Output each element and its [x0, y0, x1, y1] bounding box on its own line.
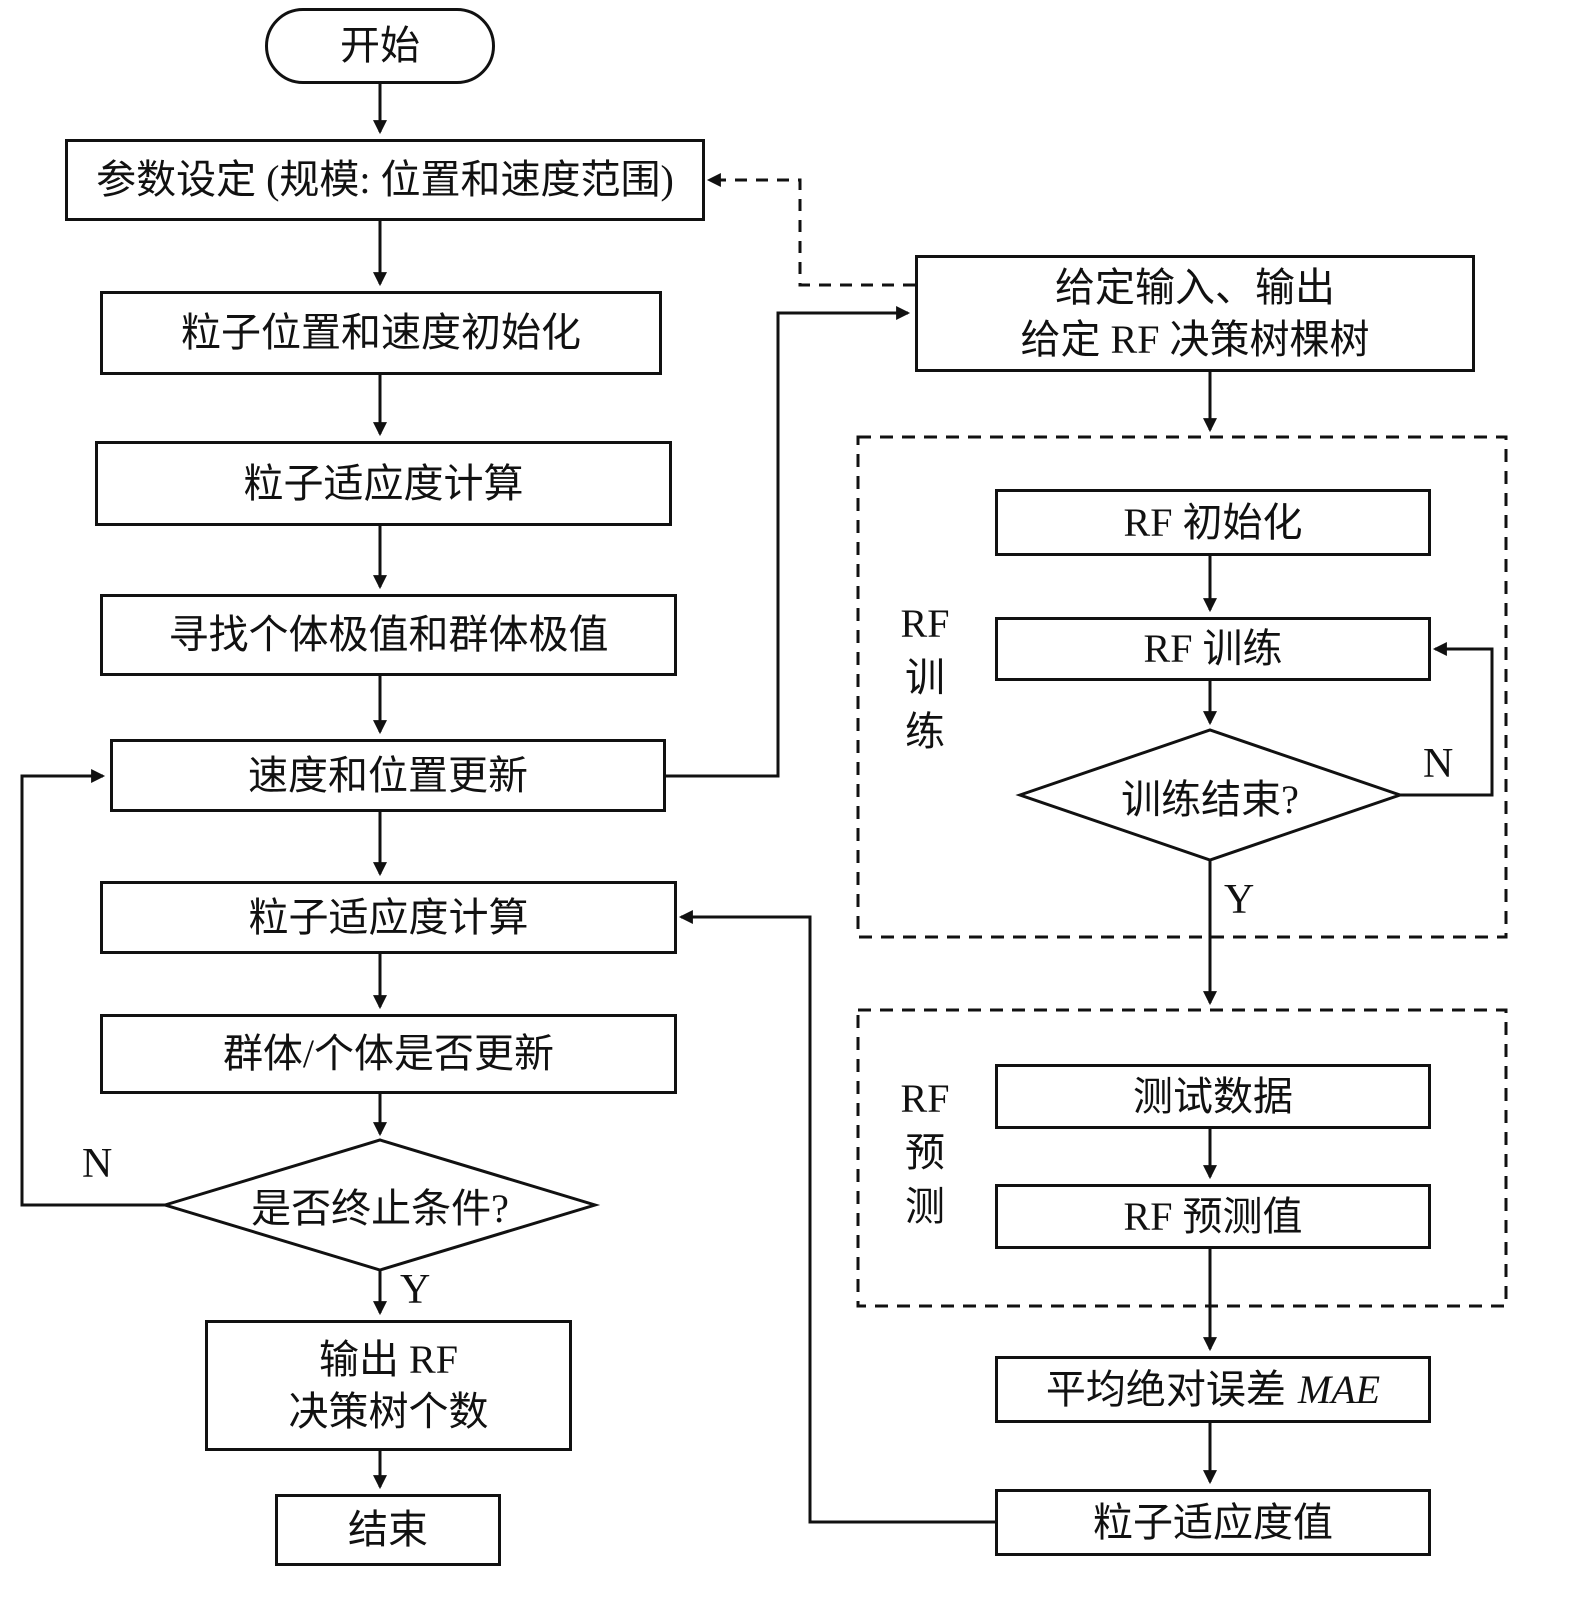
train-finished-diamond-shape [1015, 728, 1405, 862]
group-individual-update-node: 群体/个体是否更新 [100, 1014, 677, 1094]
fitness-calc-2-node: 粒子适应度计算 [100, 881, 677, 954]
find-extremes-node: 寻找个体极值和群体极值 [100, 594, 677, 676]
arrow-terminate-no-loop [20, 769, 165, 1207]
test-data-node: 测试数据 [995, 1064, 1431, 1129]
fitness-calc-1-node: 粒子适应度计算 [95, 441, 672, 526]
rf-training-group-label: RF 训 练 [900, 601, 950, 754]
terminate-diamond-shape [159, 1138, 601, 1272]
train-finished-diamond-label: 训练结束? [1121, 776, 1299, 822]
branch-no-right-label: N [1423, 741, 1454, 787]
arrow-particlefitness-to-fitness2 [678, 910, 995, 1524]
rf-prediction-group-label: RF 预 测 [900, 1076, 950, 1229]
rf-training-container [856, 435, 1508, 939]
branch-no-left-label: N [82, 1141, 113, 1187]
param-setting-node: 参数设定 (规模: 位置和速度范围) [65, 139, 705, 221]
end-node: 结束 [275, 1494, 501, 1566]
branch-yes-right-label: Y [1224, 877, 1255, 923]
rf-init-node: RF 初始化 [995, 489, 1431, 556]
velocity-position-update-node: 速度和位置更新 [110, 739, 666, 812]
particle-fitness-value-node: 粒子适应度值 [995, 1489, 1431, 1556]
rf-prediction-value-node: RF 预测值 [995, 1184, 1431, 1249]
mae-label: 平均绝对误差 [1045, 1366, 1286, 1412]
branch-yes-left-label: Y [400, 1267, 431, 1313]
rf-prediction-container [856, 1008, 1508, 1308]
terminate-diamond-label: 是否终止条件? [251, 1186, 509, 1231]
start-node: 开始 [265, 8, 495, 84]
mae-node: 平均绝对误差 MAE [995, 1356, 1431, 1423]
output-rf-node: 输出 RF 决策树个数 [205, 1320, 572, 1451]
particle-init-node: 粒子位置和速度初始化 [100, 291, 662, 375]
rf-train-node: RF 训练 [995, 617, 1431, 681]
given-io-node: 给定输入、输出 给定 RF 决策树棵树 [915, 255, 1475, 372]
arrow-update-to-given [666, 306, 911, 778]
arrow-dashed-feedback-to-param [706, 173, 915, 287]
mae-term: MAE [1297, 1366, 1381, 1412]
arrow-trainfinished-no-loop [1400, 642, 1494, 797]
